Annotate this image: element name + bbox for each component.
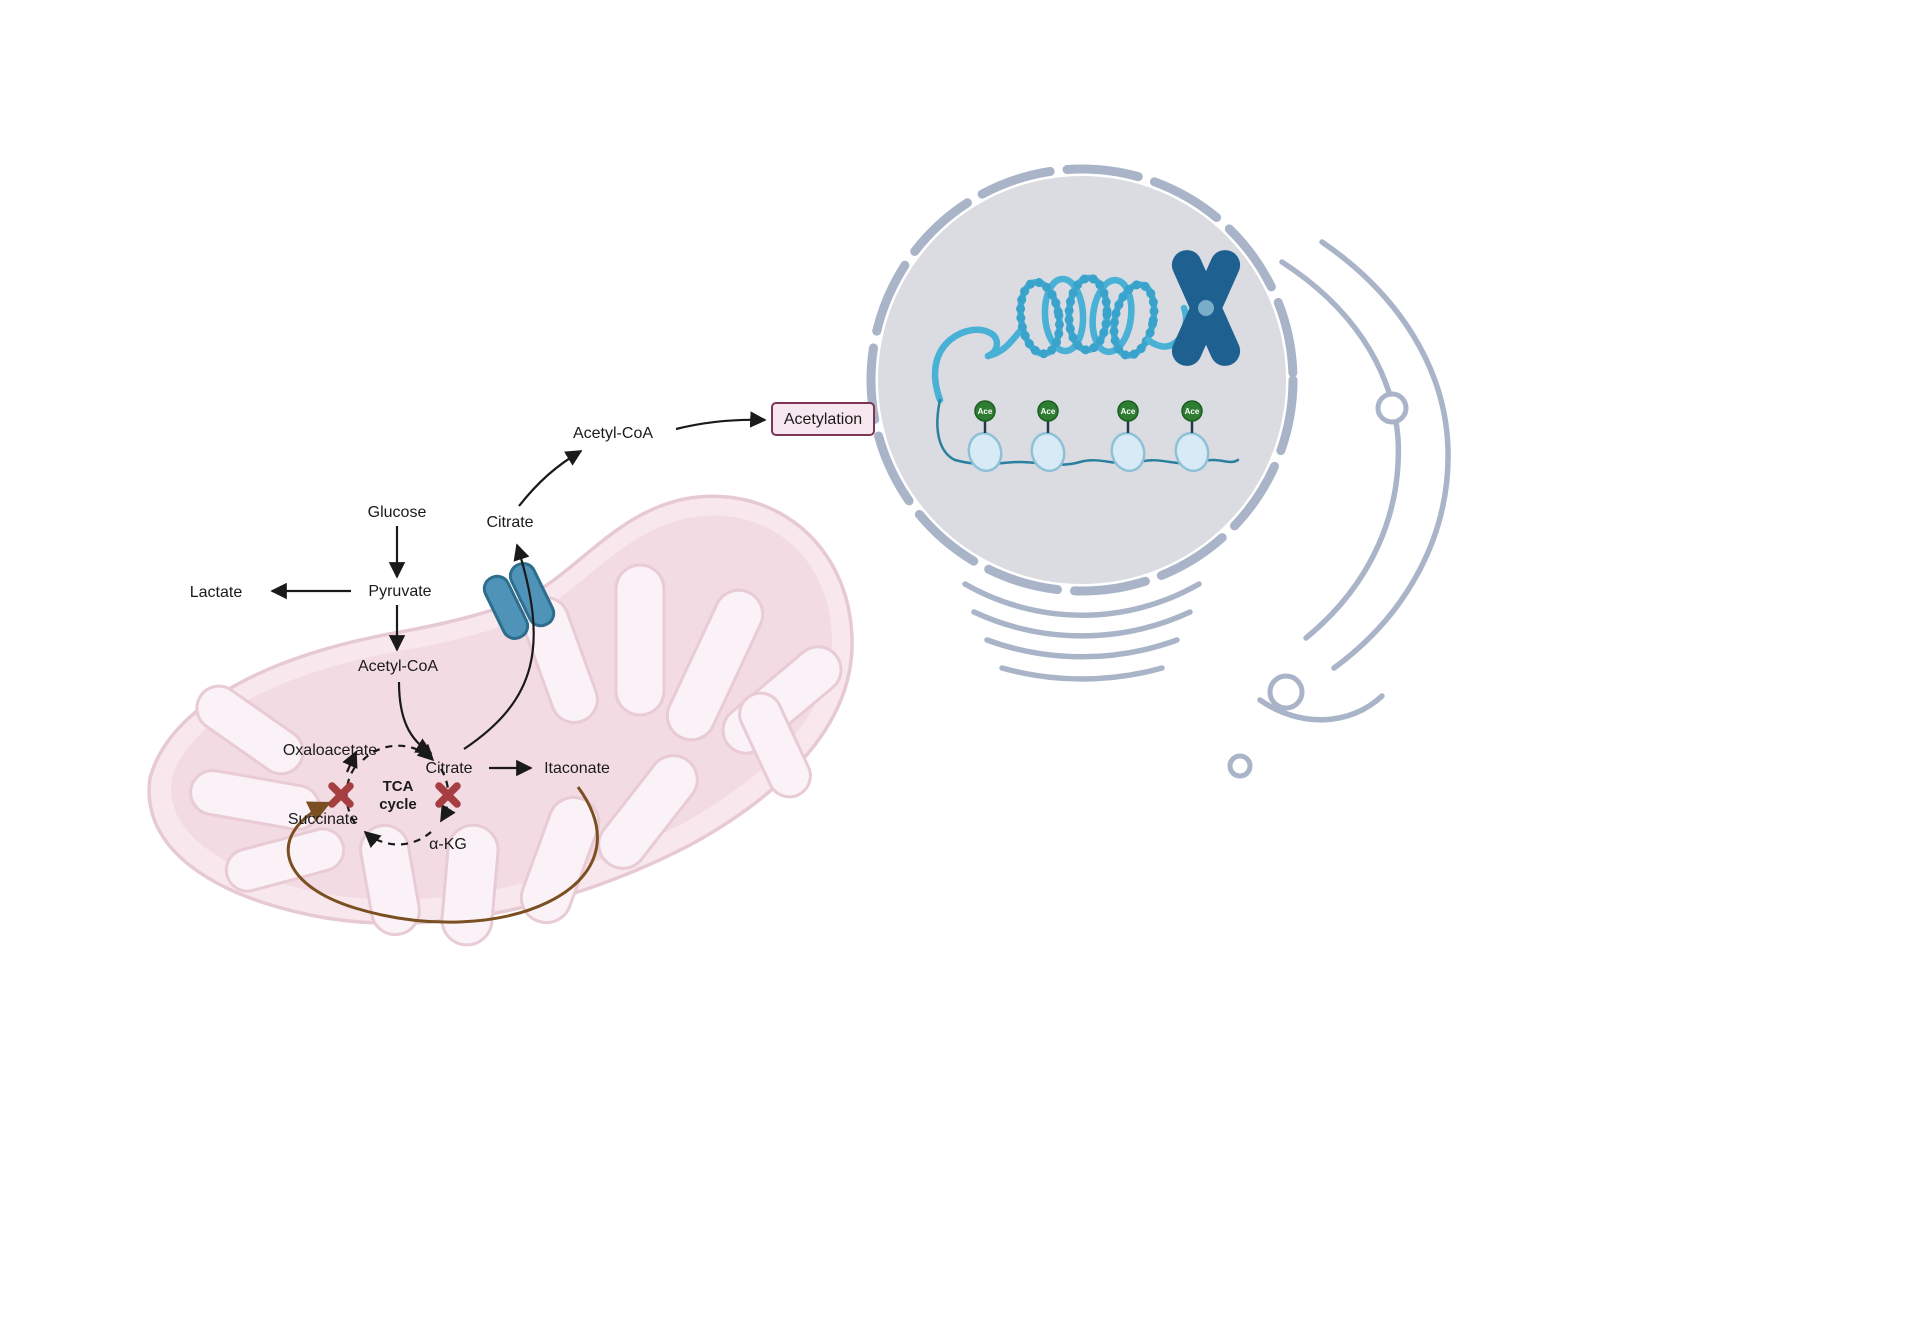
nucleosome-array: Ace Ace Ace Ace (953, 400, 1240, 473)
chromatin-fiber (931, 273, 1190, 462)
label-acetylcoa-cytosol: Acetyl-CoA (573, 425, 653, 442)
label-tca-line1: TCA (383, 778, 414, 795)
nucleosome: Ace (967, 400, 1003, 473)
label-citrate-mito: Citrate (425, 760, 472, 777)
label-acetylcoa-mito: Acetyl-CoA (358, 658, 438, 675)
nucleosome: Ace (1174, 400, 1210, 473)
ace-mark (1037, 400, 1059, 422)
label-itaconate: Itaconate (544, 760, 610, 777)
block-x-sdh (328, 782, 354, 808)
cristae (189, 563, 843, 947)
acetylation-badge: Acetylation (771, 402, 875, 436)
chromosome-icon (1171, 250, 1241, 366)
label-succinate: Succinate (288, 811, 358, 828)
label-citrate-cytosol: Citrate (486, 514, 533, 531)
label-alpha-kg: α-KG (429, 836, 467, 853)
reaction-arrows (270, 411, 767, 777)
nucleosome: Ace (1030, 400, 1066, 473)
label-glucose: Glucose (368, 504, 427, 521)
label-pyruvate: Pyruvate (368, 583, 431, 600)
nucleus: Ace Ace Ace Ace (866, 164, 1298, 596)
ace-mark (1181, 400, 1203, 422)
itaconate-inhibition-arrow (286, 786, 599, 924)
nuclear-envelope (866, 164, 1298, 596)
vesicle-icon (1375, 391, 1409, 425)
vesicle-icon (1267, 673, 1305, 711)
arrow-citrate-export (463, 543, 535, 750)
label-acetylation: Acetylation (784, 411, 862, 428)
nucleosome: Ace (1110, 400, 1146, 473)
arrow-citrate-acetylcoa (518, 450, 583, 507)
arrow-acetylcoa-acetylation (675, 411, 767, 431)
ace-label: Ace (1041, 407, 1056, 416)
labels: Glucose Pyruvate Lactate Acetyl-CoA Oxal… (190, 425, 654, 853)
label-oxaloacetate: Oxaloacetate (283, 742, 377, 759)
nucleoplasm (878, 176, 1286, 584)
ace-mark (1117, 400, 1139, 422)
ace-label: Ace (1121, 407, 1136, 416)
ace-mark (974, 400, 996, 422)
mitochondrion (147, 494, 854, 947)
label-tca-line2: cycle (379, 796, 417, 813)
golgi-membranes (962, 581, 1202, 682)
acetylation-box (771, 402, 875, 436)
endoplasmic-reticulum (1227, 239, 1451, 779)
citrate-transporter-icon (482, 562, 556, 640)
arrow-succinate-oxaloacetate (342, 750, 358, 773)
arrow-acetylcoa-citrate (397, 681, 433, 754)
ace-label: Ace (978, 407, 993, 416)
centromere (1198, 300, 1214, 316)
ace-label: Ace (1185, 407, 1200, 416)
block-x-idh (435, 782, 461, 808)
label-lactate: Lactate (190, 584, 243, 601)
vesicle-icon (1227, 753, 1253, 779)
